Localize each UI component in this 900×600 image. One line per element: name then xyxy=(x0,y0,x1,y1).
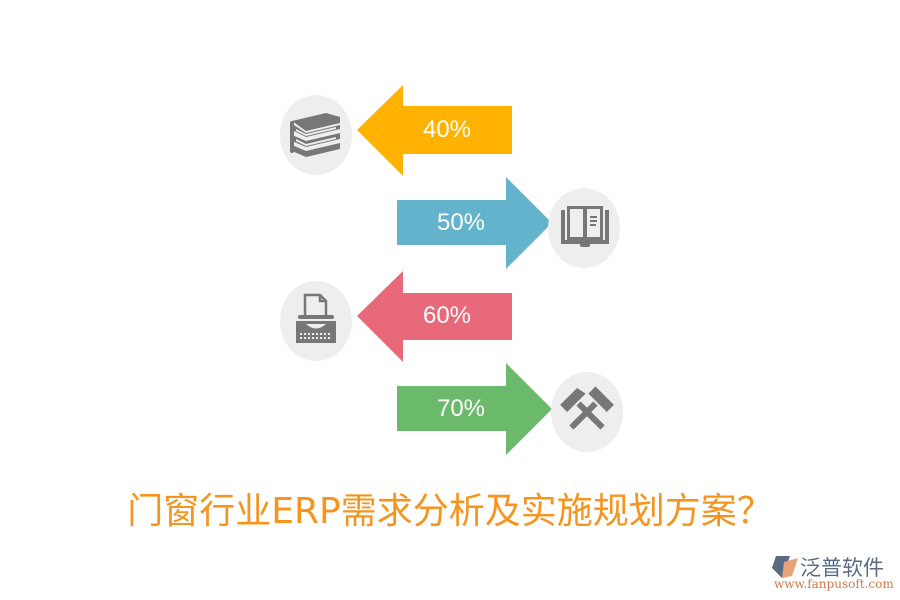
arrow-label-60: 60% xyxy=(422,302,472,329)
open-book-icon-circle xyxy=(548,188,620,268)
page-title: 门窗行业ERP需求分析及实施规划方案？ xyxy=(127,491,773,532)
arrow-left-40 xyxy=(357,85,512,176)
arrow-label-40: 40% xyxy=(422,116,472,143)
typewriter-icon xyxy=(296,293,336,343)
arrow-right-50 xyxy=(397,177,552,269)
arrow-label-70: 70% xyxy=(436,395,486,422)
logo-mark-icon xyxy=(772,556,798,578)
arrow-left-60 xyxy=(357,271,512,362)
logo-url: www.fanpusoft.com xyxy=(774,577,894,591)
books-icon-circle xyxy=(280,95,352,175)
hammers-icon xyxy=(560,386,614,430)
open-book-icon xyxy=(561,206,609,247)
books-icon xyxy=(290,113,340,157)
fanpu-logo: 泛普软件 www.fanpusoft.com xyxy=(768,552,898,592)
arrow-label-50: 50% xyxy=(436,209,486,236)
arrow-right-70 xyxy=(397,363,552,455)
hammers-icon-circle xyxy=(551,372,623,452)
logo-name: 泛普软件 xyxy=(800,556,884,580)
typewriter-icon-circle xyxy=(280,281,352,361)
